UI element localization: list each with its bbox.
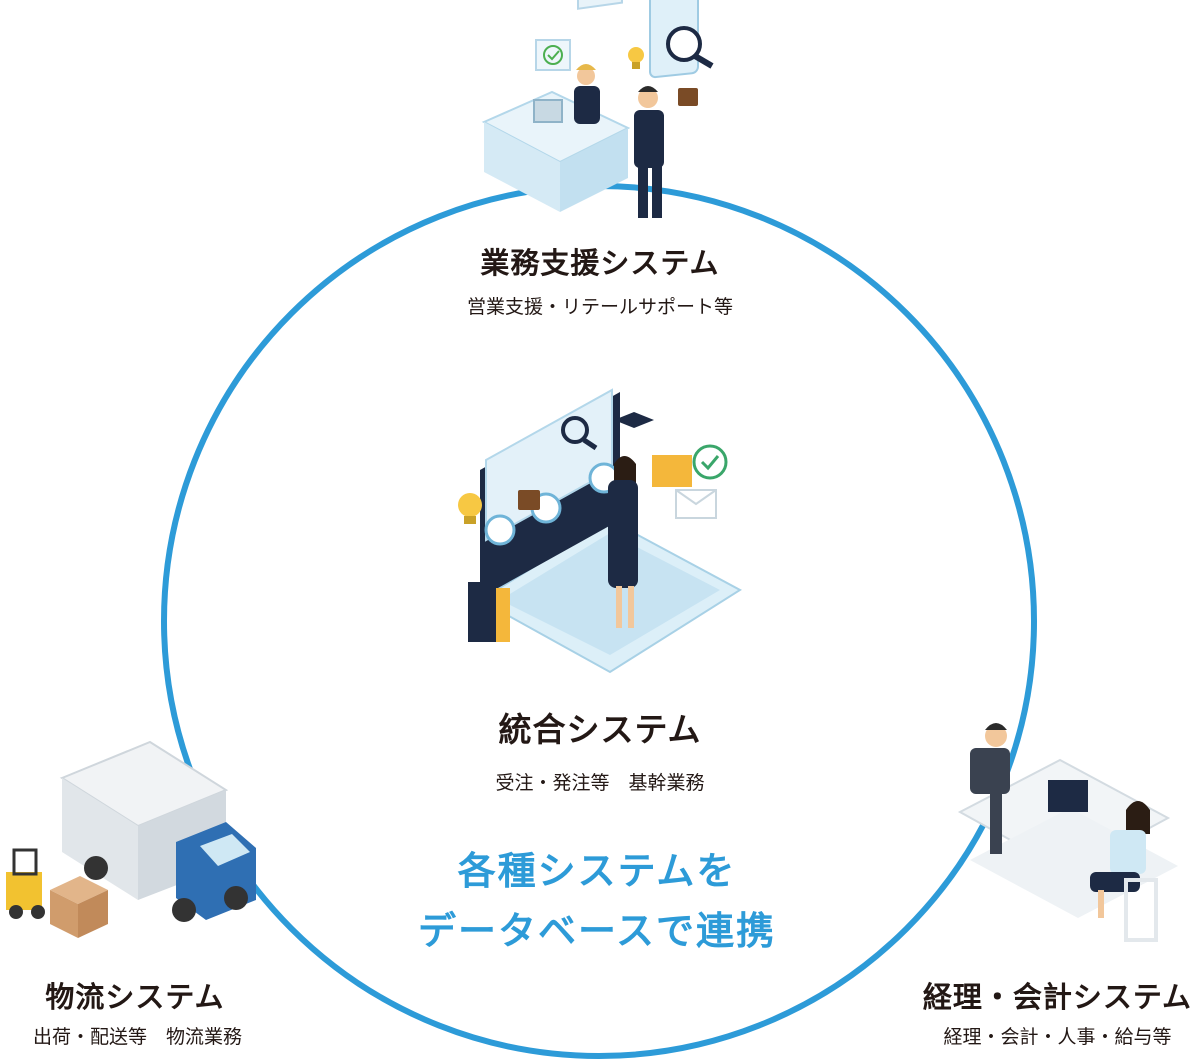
accounting-system-title: 経理・会計システム xyxy=(922,980,1193,1014)
logistics-system-title: 物流システム xyxy=(45,980,225,1014)
tagline-line1: 各種システムを xyxy=(457,849,737,893)
integrated-system-subtitle: 受注・発注等 基幹業務 xyxy=(495,772,705,794)
accounting-system-subtitle: 経理・会計・人事・給与等 xyxy=(943,1026,1172,1048)
integrated-system-title: 統合システム xyxy=(498,710,702,749)
business-system-title: 業務支援システム xyxy=(480,246,720,280)
truck-forklift-illustration xyxy=(6,740,256,938)
office-reception-illustration xyxy=(481,0,714,218)
desk-workers-illustration xyxy=(957,723,1178,942)
logistics-system-subtitle: 出荷・配送等 物流業務 xyxy=(32,1026,242,1048)
business-system-subtitle: 営業支援・リテールサポート等 xyxy=(466,296,733,318)
tagline-line2: データベースで連携 xyxy=(417,909,777,953)
laptop-dashboard-illustration xyxy=(458,388,742,674)
